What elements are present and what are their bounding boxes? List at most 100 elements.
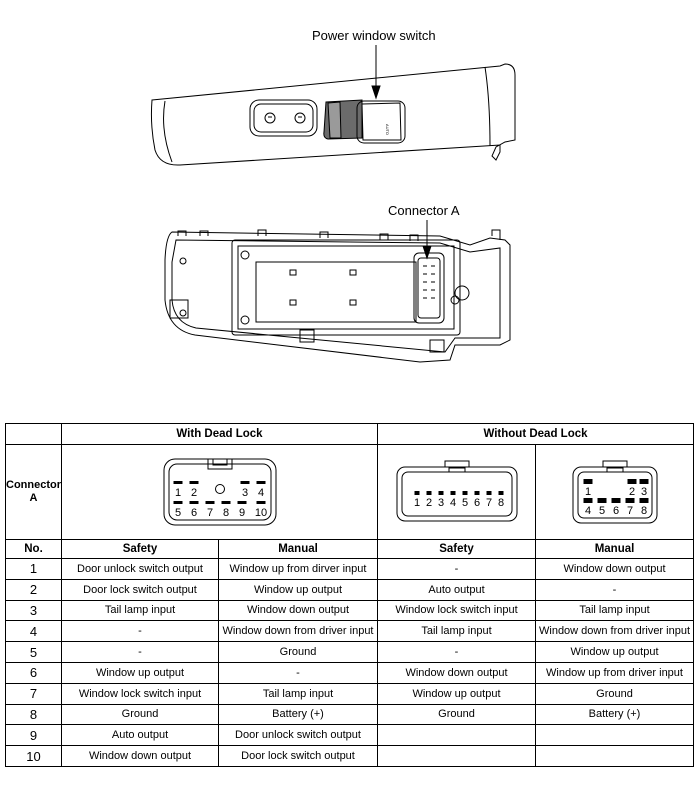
pin-function-cell: Window down output: [61, 745, 219, 767]
pin-number: 7: [5, 682, 62, 705]
pin-function-cell: [534, 745, 695, 767]
pin-label: 2: [190, 487, 196, 499]
pin-function-cell: -: [377, 641, 536, 663]
pin-function-cell: Battery (+): [534, 703, 695, 726]
pin-label: 7: [206, 507, 212, 519]
pin-function-cell: Auto output: [377, 578, 536, 601]
column-header: Manual: [534, 539, 695, 559]
pin-terminal: [583, 479, 592, 484]
column-header: Safety: [61, 539, 219, 559]
connector-10pin-diagram: 1 2 3 4 5 6 7 8 9 10: [163, 458, 276, 526]
pin-terminal: [237, 501, 246, 504]
pin-function-cell: Window up from dirver input: [218, 558, 378, 580]
pin-terminal: [462, 491, 467, 495]
pin-label: 5: [461, 497, 467, 509]
pin-number: 6: [5, 661, 62, 684]
pin-label: 8: [640, 505, 646, 517]
pin-label: 3: [640, 486, 646, 498]
pin-function-cell: Auto output: [61, 724, 219, 747]
pin-terminal: [639, 479, 648, 484]
pin-terminal: [256, 481, 265, 484]
pin-function-cell: [534, 724, 695, 747]
group-header-without-dead-lock: Without Dead Lock: [376, 423, 695, 445]
pin-function-cell: Door unlock switch output: [61, 558, 219, 580]
pin-terminal: [438, 491, 443, 495]
pin-terminal: [426, 491, 431, 495]
pin-function-cell: Window down output: [377, 661, 536, 684]
lock-button-pair: [249, 99, 318, 137]
pin-number: 2: [5, 578, 62, 601]
connector-a-part: [413, 252, 445, 324]
pin-label: 7: [626, 505, 632, 517]
pin-label: 1: [413, 497, 419, 509]
table-row: 5-Ground-Window up output: [5, 641, 695, 663]
switch-housing-top: [150, 63, 516, 166]
corner-cell: [5, 423, 62, 445]
pin-function-cell: [377, 724, 536, 747]
pin-function-cell: -: [534, 578, 695, 601]
pin-label: 5: [174, 507, 180, 519]
pin-label: 7: [485, 497, 491, 509]
pin-function-cell: Window up from driver input: [534, 661, 695, 684]
pin-function-cell: Window up output: [218, 578, 378, 601]
connector-label-cell: Connector A: [5, 444, 62, 540]
pin-function-cell: Window up output: [377, 682, 536, 705]
pin-terminal: [486, 491, 491, 495]
pin-terminal: [611, 498, 620, 503]
pin-function-cell: Tail lamp input: [377, 620, 536, 643]
pin-function-cell: Window up output: [534, 641, 695, 663]
pin-function-cell: -: [377, 558, 536, 580]
switch-illustration: AUTO: [150, 45, 516, 363]
pin-label: 2: [628, 486, 634, 498]
window-switch-lever: AUTO: [323, 99, 406, 144]
connector-8pin-safety-diagram: 1 2 3 4 5 6 7 8: [396, 460, 517, 522]
pin-function-cell: Door lock switch output: [61, 578, 219, 601]
pin-number: 8: [5, 703, 62, 726]
connector-8pin-manual-diagram: 1 2 3 4 5 6 7 8: [572, 460, 657, 524]
pin-label: 4: [257, 487, 263, 499]
pin-function-cell: [377, 745, 536, 767]
pin-number: 4: [5, 620, 62, 643]
pin-terminal: [627, 479, 636, 484]
pin-label: 5: [598, 505, 604, 517]
switch-callout-label: Power window switch: [312, 28, 436, 43]
pin-label: 4: [584, 505, 590, 517]
pin-terminal: [414, 491, 419, 495]
switch-housing-bottom: [164, 229, 511, 363]
pin-function-cell: Window up output: [61, 661, 219, 684]
pin-label: 8: [222, 507, 228, 519]
pin-terminal: [189, 501, 198, 504]
connector-8pin-manual-cell: 1 2 3 4 5 6 7 8: [534, 444, 695, 540]
pin-label: 8: [497, 497, 503, 509]
pin-function-cell: Ground: [534, 682, 695, 705]
pin-function-cell: -: [61, 641, 219, 663]
pin-label: 6: [473, 497, 479, 509]
pin-function-cell: Window lock switch input: [377, 599, 536, 622]
pin-terminal: [498, 491, 503, 495]
pin-number: 5: [5, 641, 62, 663]
pin-number: 10: [5, 745, 62, 767]
pin-function-cell: Window down from driver input: [218, 620, 378, 643]
pin-function-cell: Ground: [218, 641, 378, 663]
pin-function-cell: -: [61, 620, 219, 643]
pin-function-cell: Tail lamp input: [534, 599, 695, 622]
connector-callout-label: Connector A: [388, 203, 460, 218]
pin-function-cell: -: [218, 661, 378, 684]
switch-callout-arrowhead: [371, 85, 381, 100]
pin-function-cell: Window down output: [534, 558, 695, 580]
pin-terminal: [256, 501, 265, 504]
connector-callout-arrowhead: [422, 245, 432, 260]
pin-label: 9: [238, 507, 244, 519]
pin-function-cell: Door lock switch output: [218, 745, 378, 767]
pin-label: 3: [437, 497, 443, 509]
pin-function-cell: Tail lamp input: [61, 599, 219, 622]
pinout-table: With Dead Lock Without Dead Lock Connect…: [5, 423, 695, 767]
